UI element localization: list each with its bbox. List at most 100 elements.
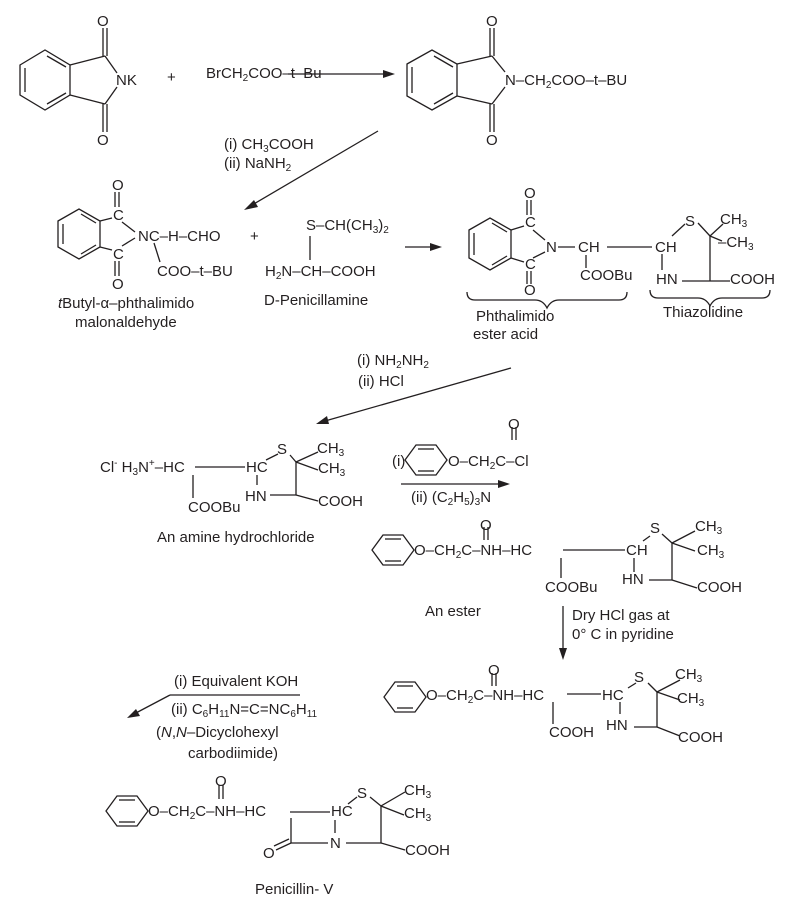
brace-label-phthalimido-2: ester acid bbox=[473, 326, 539, 343]
atom-o-bottom: O bbox=[97, 132, 109, 149]
reagent-acid-chloride-chain: O–CH2C–Cl bbox=[448, 453, 529, 472]
penv-chain: O–CH2C–NH–HC bbox=[148, 803, 266, 822]
p3-s: S bbox=[685, 213, 696, 230]
product1-o-top: O bbox=[486, 13, 498, 30]
dcc-name-comma: , bbox=[171, 724, 177, 741]
diacid-chain: O–CH2C–NH–HC bbox=[426, 687, 544, 706]
tea-sub3: 3 bbox=[474, 497, 481, 508]
condition-line2: 0° C in pyridine bbox=[572, 626, 674, 643]
penicillin-v-name: Penicillin- V bbox=[255, 881, 334, 898]
diacid-me2-sub: 3 bbox=[698, 698, 705, 709]
malon-name-line1: tButyl-α–phthalimido bbox=[58, 296, 194, 311]
ester-chain-sub: 2 bbox=[455, 550, 462, 561]
plus-sign-1: + bbox=[167, 69, 176, 86]
amine-n-charge: + bbox=[148, 458, 155, 469]
diacid-hc2: HC bbox=[602, 687, 624, 704]
reagent-acid-chloride-post: C–Cl bbox=[495, 453, 529, 470]
reagent-hcl: (ii) HCl bbox=[358, 373, 404, 390]
dcc-mid2: N=C=NC bbox=[229, 701, 291, 718]
reagent-hydrazine-mid: NH bbox=[401, 352, 424, 369]
amine-cl-charge: - bbox=[114, 458, 118, 469]
amine-hydrochloride-bonds bbox=[192, 451, 319, 502]
penv-me2-pre: CH bbox=[404, 805, 426, 822]
atom-nk: NK bbox=[116, 72, 137, 89]
tea-mid2: ) bbox=[469, 489, 475, 506]
plus-sign-2: + bbox=[250, 228, 259, 245]
phthalimide-ring-1 bbox=[19, 28, 118, 132]
penv-n: N bbox=[330, 835, 341, 852]
diacid-chain-pre: O–CH bbox=[426, 687, 468, 704]
diacid-bonds bbox=[383, 673, 681, 737]
dcc-name-post: –Dicyclohexyl bbox=[186, 724, 279, 741]
pen-bot-sub: 2 bbox=[275, 271, 282, 282]
ester-hn: HN bbox=[622, 571, 644, 588]
malon-name-italic: t bbox=[58, 295, 63, 312]
pen-top-sub2: 2 bbox=[383, 225, 389, 236]
phthalimide-ring-4 bbox=[466, 200, 771, 310]
penv-s: S bbox=[357, 785, 368, 802]
p3-me2-pre: –CH bbox=[718, 234, 749, 251]
malon-c-top: C bbox=[113, 207, 124, 224]
product1-o-bottom: O bbox=[486, 132, 498, 149]
diacid-hn: HN bbox=[606, 717, 628, 734]
bromo-ester-formula: BrCH2COO–t–Bu bbox=[206, 66, 322, 84]
amine-name: An amine hydrochloride bbox=[157, 529, 315, 546]
tea-sub2: 5 bbox=[464, 497, 470, 508]
tea-sub1: 2 bbox=[447, 497, 454, 508]
penicillin-v-bonds bbox=[105, 785, 406, 851]
p3-o-bottom: O bbox=[524, 282, 536, 299]
p3-c-bottom: C bbox=[525, 256, 536, 273]
atom-o-top: O bbox=[97, 13, 109, 30]
ester-cooBu: COOBu bbox=[545, 579, 598, 596]
amine-n: N bbox=[138, 459, 149, 476]
amine-ester: COOBu bbox=[188, 499, 241, 516]
p3-me1: CH3 bbox=[720, 211, 747, 230]
p3-ch1: CH bbox=[578, 239, 600, 256]
amine-me1-sub: 3 bbox=[338, 448, 345, 459]
p3-me2-sub: 3 bbox=[748, 242, 754, 253]
ester-name: An ester bbox=[425, 603, 481, 620]
reagent-sodamide-sub: 2 bbox=[285, 163, 292, 174]
reagent-hydrazine-sub1: 2 bbox=[396, 360, 402, 371]
p3-me1-pre: CH bbox=[720, 211, 742, 228]
malon-o-bottom: O bbox=[112, 276, 124, 293]
amine-hn: HN bbox=[245, 488, 267, 505]
p3-c-top: C bbox=[525, 214, 536, 231]
reagent-acid-chloride-pre: O–CH bbox=[448, 453, 490, 470]
p3-o-top: O bbox=[524, 185, 536, 202]
diacid-acid1: COOH bbox=[549, 724, 594, 741]
reagent-koh: (i) Equivalent KOH bbox=[174, 673, 299, 690]
penv-hc2: HC bbox=[331, 803, 353, 820]
p3-n: N bbox=[546, 239, 557, 256]
pen-bot-post: N–CH–COOH bbox=[281, 263, 376, 280]
amine-hc: –HC bbox=[154, 459, 185, 476]
reagent-acid-chloride-sub: 2 bbox=[489, 461, 496, 472]
amine-me2-sub: 3 bbox=[339, 468, 346, 479]
dcc-sub2: 11 bbox=[219, 709, 230, 720]
reaction-arrow-2 bbox=[244, 130, 379, 210]
reaction-arrow-1 bbox=[288, 70, 395, 78]
ester-me2: CH3 bbox=[697, 543, 724, 561]
p3-acid: COOH bbox=[730, 271, 775, 288]
reagent-hydrazine: (i) NH2NH2 bbox=[357, 352, 429, 371]
dcc-mid: H bbox=[208, 701, 220, 718]
product1-chain-sub: 2 bbox=[545, 80, 552, 91]
penv-me1-pre: CH bbox=[404, 782, 426, 799]
reagent-dcc-name-line1: (N,N–Dicyclohexyl bbox=[156, 725, 279, 740]
penicillamine-top: S–CH(CH3)2 bbox=[306, 218, 389, 236]
p3-me2: –CH3 bbox=[718, 234, 754, 253]
amine-me2-pre: CH bbox=[318, 460, 340, 477]
diacid-me2-pre: CH bbox=[677, 690, 699, 707]
ester-me1-pre: CH bbox=[695, 518, 717, 535]
product1-chain: N–CH2COO–t–BU bbox=[505, 73, 627, 91]
ester-chain: O–CH2C–NH–HC bbox=[414, 543, 532, 561]
penv-chain-pre: O–CH bbox=[148, 803, 190, 820]
pen-bot-pre: H bbox=[265, 263, 276, 280]
dcc-name-n1: N bbox=[161, 724, 172, 741]
amine-prefix: Cl- H3N+–HC bbox=[100, 458, 185, 478]
reagent-triethylamine: (ii) (C2H5)3N bbox=[411, 489, 491, 508]
penv-me2: CH3 bbox=[404, 805, 431, 824]
dcc-mid3: H bbox=[295, 701, 307, 718]
reaction-arrow-3 bbox=[405, 243, 442, 251]
